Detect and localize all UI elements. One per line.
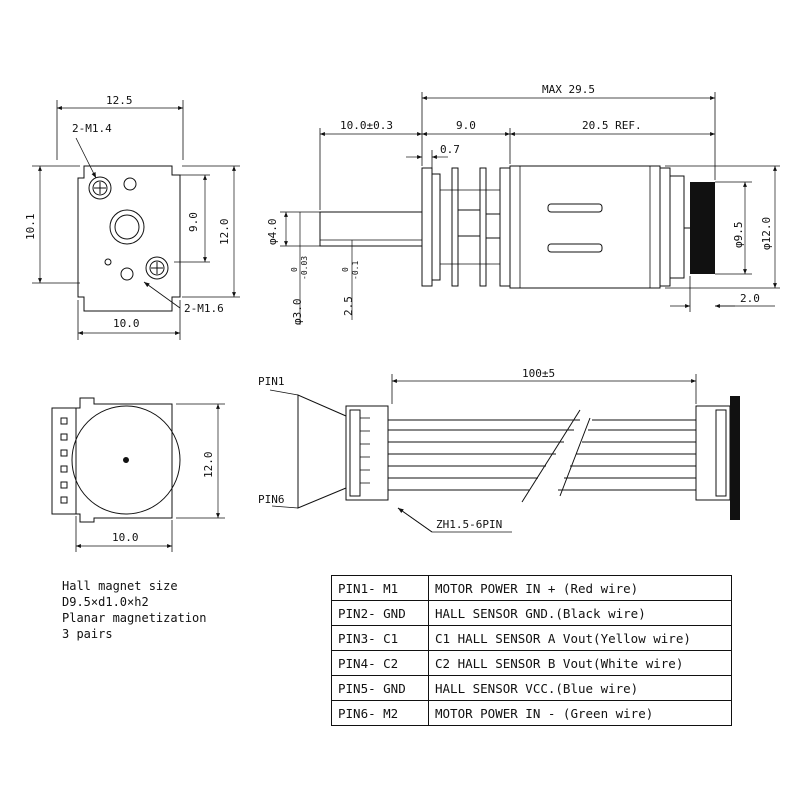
description-cell: MOTOR POWER IN + (Red wire) <box>428 575 732 601</box>
magnet-note-line: Hall magnet size <box>62 579 178 593</box>
magnet-note-line: Planar magnetization <box>62 611 207 625</box>
table-row: PIN4- C2 C2 HALL SENSOR B Vout(White wir… <box>331 650 732 676</box>
description-cell: HALL SENSOR VCC.(Blue wire) <box>428 675 732 701</box>
connector-pins <box>60 417 68 504</box>
max-length: MAX 29.5 <box>542 83 595 96</box>
front-width-bottom: 10.0 <box>113 317 140 330</box>
front-height-inner: 9.0 <box>187 212 200 232</box>
screw-top-icon <box>88 176 112 200</box>
screw-bottom-icon <box>145 256 169 280</box>
description-cell: C2 HALL SENSOR B Vout(White wire) <box>428 650 732 676</box>
table-row: PIN6- M2 MOTOR POWER IN - (Green wire) <box>331 700 732 726</box>
description-cell: HALL SENSOR GND.(Black wire) <box>428 600 732 626</box>
right-connector <box>695 405 731 501</box>
pin-cell: PIN6- M2 <box>331 700 429 726</box>
wires-right <box>558 419 696 491</box>
front-view: 12.5 10.1 9.0 12.0 10.0 <box>24 94 240 340</box>
magnet-note-line: D9.5×d1.0×h2 <box>62 595 149 609</box>
magnet-note: Hall magnet size D9.5×d1.0×h2 Planar mag… <box>62 578 207 642</box>
screw-bottom-label: 2-M1.6 <box>184 302 224 315</box>
table-row: PIN1- M1 MOTOR POWER IN + (Red wire) <box>331 575 732 601</box>
pin-table: PIN1- M1 MOTOR POWER IN + (Red wire) PIN… <box>331 575 732 726</box>
gap-label: 0.7 <box>440 143 460 156</box>
table-row: PIN5- GND HALL SENSOR VCC.(Blue wire) <box>331 675 732 701</box>
front-height-right: 12.0 <box>218 219 231 246</box>
shaft-length: 10.0±0.3 <box>340 119 393 132</box>
description-cell: C1 HALL SENSOR A Vout(Yellow wire) <box>428 625 732 651</box>
motor-length: 20.5 REF. <box>582 119 642 132</box>
magnet-diameter: φ9.5 <box>732 222 745 249</box>
table-row: PIN2- GND HALL SENSOR GND.(Black wire) <box>331 600 732 626</box>
flat-height: 2.5 <box>342 296 355 316</box>
d-flat-tol-lower: -0.03 <box>300 256 309 280</box>
gearbox-length: 9.0 <box>456 119 476 132</box>
front-height-left: 10.1 <box>24 214 37 241</box>
screw-top-label: 2-M1.4 <box>72 122 112 135</box>
pin6-label: PIN6 <box>258 493 285 506</box>
magnet-offset: 2.0 <box>740 292 760 305</box>
rear-width: 10.0 <box>112 531 139 544</box>
table-row: PIN3- C1 C1 HALL SENSOR A Vout(Yellow wi… <box>331 625 732 651</box>
description-cell: MOTOR POWER IN - (Green wire) <box>428 700 732 726</box>
pin-cell: PIN3- C1 <box>331 625 429 651</box>
pin-cell: PIN1- M1 <box>331 575 429 601</box>
pin1-label: PIN1 <box>258 375 285 388</box>
rear-view: 12.0 10.0 <box>51 397 225 552</box>
shaft-diameter: φ4.0 <box>266 219 279 246</box>
cable-assembly: PIN1 PIN6 <box>258 367 740 533</box>
magnet-disc <box>690 182 715 274</box>
magnet-note-line: 3 pairs <box>62 627 113 641</box>
cable-length: 100±5 <box>522 367 555 380</box>
wires-left <box>388 419 580 491</box>
left-connector <box>345 405 389 501</box>
motor-diameter: φ12.0 <box>760 217 773 250</box>
connector-label: ZH1.5-6PIN <box>436 518 502 531</box>
side-view: MAX 29.5 10.0±0.3 9.0 20.5 REF. 0.7 φ4.0… <box>266 83 780 325</box>
flat-tol-upper: 0 <box>341 267 350 272</box>
pin-cell: PIN4- C2 <box>331 650 429 676</box>
d-flat-tol-upper: 0 <box>290 267 299 272</box>
pin-cell: PIN2- GND <box>331 600 429 626</box>
rear-height: 12.0 <box>202 452 215 479</box>
left-connector-teeth <box>360 417 370 484</box>
d-flat-diameter: φ3.0 <box>291 299 304 326</box>
front-width-top: 12.5 <box>106 94 133 107</box>
pin-cell: PIN5- GND <box>331 675 429 701</box>
flat-tol-lower: -0.1 <box>351 261 360 280</box>
